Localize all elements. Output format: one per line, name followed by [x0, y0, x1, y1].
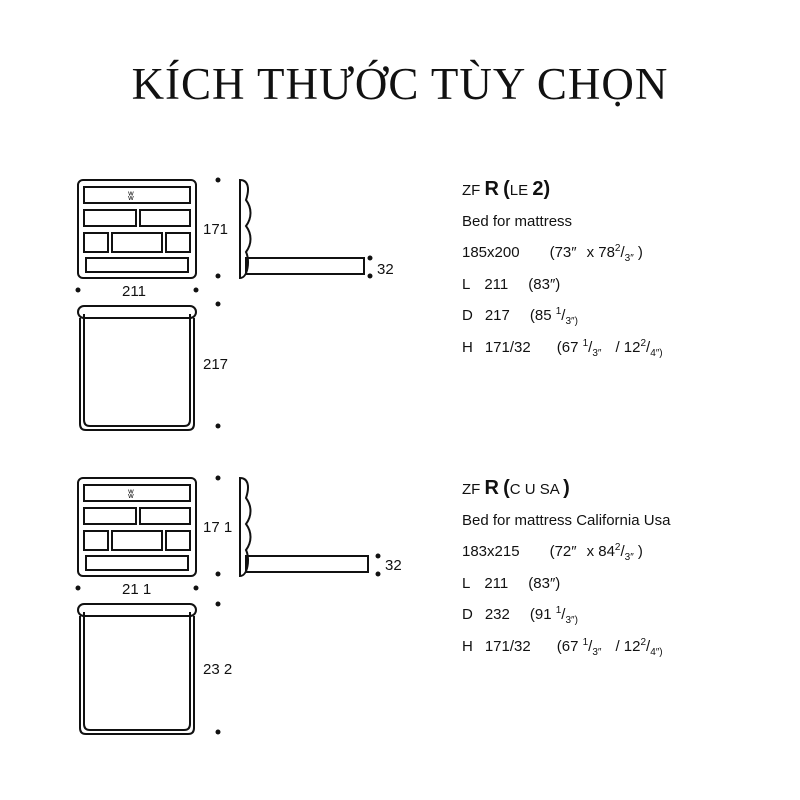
- bed-2-top-view: [77, 603, 197, 735]
- spec-block-2: ZF R (C U SA ) Bed for mattress Californ…: [462, 473, 670, 662]
- bed-2-rail-dim: 32: [385, 557, 402, 574]
- mattress-size: 183x215(72″x 842/3″ ): [462, 542, 643, 563]
- bed-1-height-dim: 171: [203, 221, 228, 238]
- model-letter: R: [484, 477, 499, 499]
- model-variant: C U SA: [509, 481, 559, 498]
- bed-1-front-view: ʬ: [77, 179, 197, 279]
- bed-2-dimension-dots: [75, 475, 381, 735]
- bed-2-side-view: [239, 476, 369, 578]
- model-prefix: ZF: [462, 182, 481, 199]
- model-prefix: ZF: [462, 481, 481, 498]
- description: Bed for mattress: [462, 212, 573, 230]
- mattress-size: 185x200(73″x 782/3″ ): [462, 243, 643, 264]
- page-title: KÍCH THƯỚC TÙY CHỌN: [131, 59, 669, 109]
- bed-1-dimension-dots: [75, 177, 373, 429]
- bed-2-front-view: ʬ: [77, 477, 197, 577]
- svg-text:ʬ: ʬ: [128, 189, 134, 203]
- bed-2-height-dim: 17 1: [203, 519, 232, 536]
- model-number: 2: [532, 178, 544, 200]
- description: Bed for mattress California Usa: [462, 511, 671, 529]
- bed-1-width-dim: 211: [122, 283, 146, 300]
- model-name: ZF R (LE 2): [462, 178, 551, 200]
- bed-1-rail-dim: 32: [377, 261, 394, 278]
- bed-2-width-dim: 21 1: [122, 581, 151, 598]
- svg-text:ʬ: ʬ: [128, 487, 134, 501]
- bed-1-side-view: [239, 178, 365, 280]
- model-letter: R: [484, 178, 499, 200]
- bed-1-depth-dim: 217: [203, 356, 228, 373]
- model-variant: LE: [509, 182, 529, 199]
- bed-1-drawing: ʬ: [77, 178, 365, 431]
- bed-1-top-view: [77, 305, 197, 431]
- spec-block-1: ZF R (LE 2) Bed for mattress 185x200(73″…: [462, 174, 663, 363]
- bed-2-depth-dim: 23 2: [203, 661, 232, 678]
- bed-2-drawing: ʬ: [77, 476, 369, 735]
- model-name: ZF R (C U SA ): [462, 477, 570, 499]
